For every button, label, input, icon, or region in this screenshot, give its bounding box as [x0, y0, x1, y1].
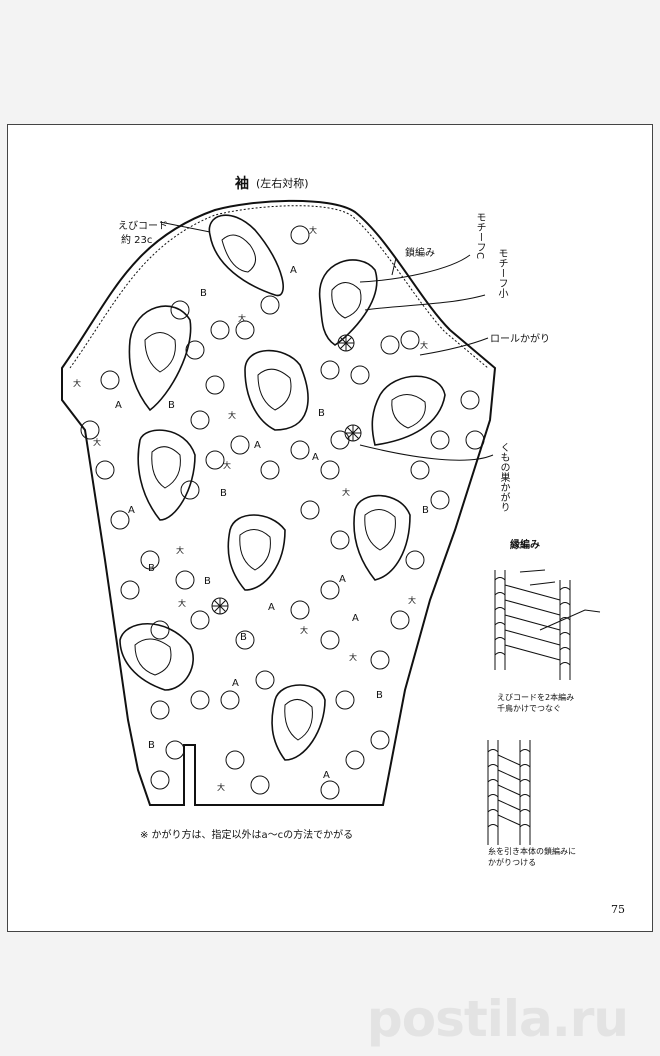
motif-letter: A [268, 602, 275, 613]
motif-letter: 大 [408, 596, 416, 605]
motif-letter: A [232, 678, 239, 689]
paisley-motifs [119, 214, 446, 761]
motif-letter: A [115, 400, 122, 411]
kagari-note: ※ かがり方は、指定以外はa～cの方法でかがる [140, 830, 354, 841]
motif-letter: B [318, 408, 325, 419]
edge-section-title: 縁編み [510, 540, 540, 551]
motif-letter: 大 [176, 546, 184, 555]
motif-letter: 大 [223, 461, 231, 470]
motif-letter: A [290, 265, 297, 276]
motif-letter: B [220, 488, 227, 499]
motif-letter: A [339, 574, 346, 585]
motif-letter: B [148, 563, 155, 574]
motif-letter: B [200, 288, 207, 299]
motif-letter: 大 [217, 783, 225, 792]
edge-caption-1-line-1: えびコードを2本編み [497, 693, 575, 702]
motif-letter: B [422, 505, 429, 516]
motif-letter: 大 [349, 653, 357, 662]
flower-motifs [80, 225, 485, 800]
edge-braid-figure-1 [494, 569, 601, 680]
motif-small-label: モチーフ小 [496, 248, 507, 298]
motif-letter: B [168, 400, 175, 411]
motif-letter: 大 [73, 379, 81, 388]
roll-kagari-label: ロールかがり [490, 334, 550, 345]
motif-letter: 大 [309, 226, 317, 235]
paisley-inner-flowers [134, 234, 426, 741]
motif-letter: A [352, 613, 359, 624]
motif-letter: 大 [238, 314, 246, 323]
watermark: postila.ru [366, 990, 629, 1048]
motif-letter: 大 [228, 411, 236, 420]
page-title: 袖 [235, 176, 249, 192]
motif-letter: B [148, 740, 155, 751]
motif-c-label: モチーフC [474, 212, 485, 259]
sleeve-outline [61, 199, 497, 806]
edge-braid-figure-2 [487, 740, 531, 845]
leader-lines [159, 221, 494, 461]
web-markers [211, 334, 362, 615]
motif-letter: A [323, 770, 330, 781]
motif-letter: A [128, 505, 135, 516]
motif-letter: 大 [420, 341, 428, 350]
motif-letter: 大 [300, 626, 308, 635]
edge-caption-2-line-2: かがりつける [488, 858, 537, 867]
motif-letter: 大 [93, 438, 101, 447]
kumo-kagari-label: くもの巣かがり [498, 442, 509, 512]
motif-letter: B [204, 576, 211, 587]
edge-caption-2-line-1: 糸を引き本体の鎖編みに [488, 847, 576, 856]
edge-caption-1-line-2: 千鳥かけでつなぐ [497, 704, 561, 713]
motif-letter: 大 [342, 488, 350, 497]
motif-letter: A [254, 440, 261, 451]
pattern-page [7, 124, 653, 932]
page-title-note: (左右対称) [256, 177, 309, 190]
kusari-label: 鎖編み [405, 248, 435, 259]
ebi-cord-label: えびコード [118, 221, 168, 232]
motif-letter: 大 [178, 599, 186, 608]
top-margin [0, 0, 660, 124]
page-number: 75 [611, 903, 625, 916]
motif-letter: B [376, 690, 383, 701]
ebi-cord-size-label: 約 23c [121, 235, 153, 246]
motif-letter: A [312, 452, 319, 463]
chain-edge [69, 205, 489, 369]
motif-letter: B [240, 632, 247, 643]
